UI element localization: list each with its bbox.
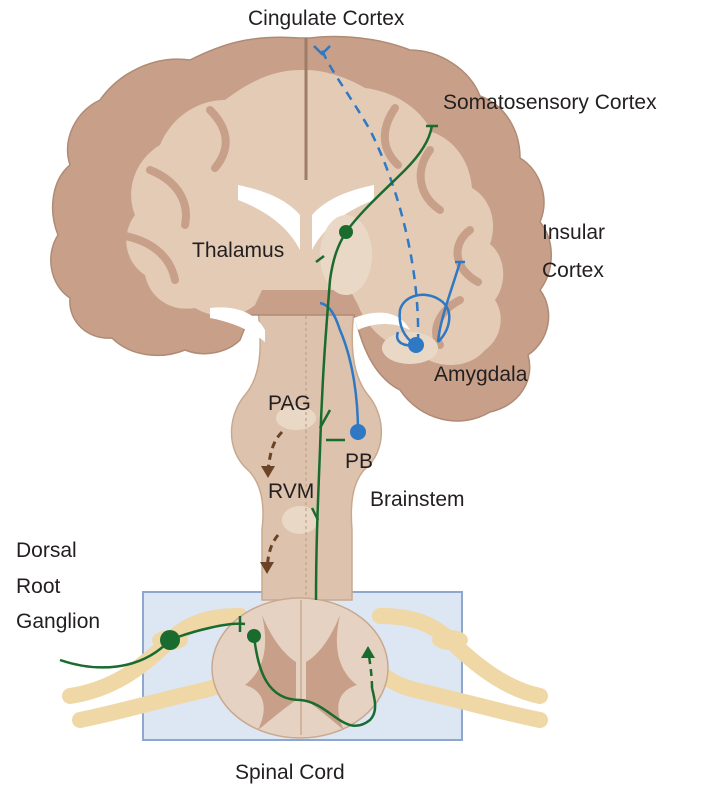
cingulate-cortex-label: Cingulate Cortex	[248, 8, 404, 29]
drg-bulge-right	[432, 630, 468, 650]
brainstem-label: Brainstem	[370, 489, 465, 510]
dorsal-horn-green-node	[247, 629, 261, 643]
pb-blue-node	[350, 424, 366, 440]
amygdala-label: Amygdala	[434, 364, 527, 385]
thalamus-label: Thalamus	[192, 240, 284, 261]
somatosensory-cortex-label: Somatosensory Cortex	[443, 92, 657, 113]
amygdala-blue-node	[408, 337, 424, 353]
drg-green-node	[160, 630, 180, 650]
rvm-label: RVM	[268, 481, 314, 502]
drg-label-line3: Ganglion	[16, 611, 100, 632]
pag-label: PAG	[268, 393, 311, 414]
drg-label-line2: Root	[16, 576, 60, 597]
spinal-cord-section	[212, 598, 388, 738]
insular-cortex-label-line1: Insular	[542, 222, 605, 243]
pb-label: PB	[345, 451, 373, 472]
spinal-cord-label: Spinal Cord	[235, 762, 345, 783]
thalamus-green-node	[339, 225, 353, 239]
insular-cortex-label-line2: Cortex	[542, 260, 604, 281]
drg-label-line1: Dorsal	[16, 540, 77, 561]
